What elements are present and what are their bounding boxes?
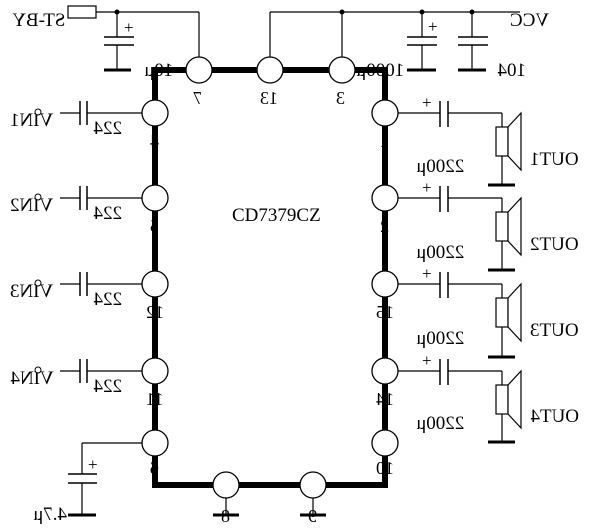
cap-stby-label: 10μ — [144, 60, 173, 81]
pin-3 — [328, 56, 356, 84]
chip-name: CD7379CZ — [232, 205, 321, 226]
input-circuits: + — [60, 101, 142, 517]
pin-label-15: 15 — [376, 302, 394, 322]
svg-text:+: + — [422, 264, 432, 283]
stby-label: ST-BY — [12, 10, 65, 31]
pin-8 — [212, 471, 240, 499]
pin-2 — [371, 184, 399, 212]
input-terminal-4 — [34, 366, 42, 374]
vcc-circuit: + — [269, 9, 520, 72]
input-terminal-3 — [34, 279, 42, 287]
vin3-label: VIN3 — [10, 281, 53, 302]
pin-label-6: 6 — [150, 458, 159, 478]
pin-9 — [299, 471, 327, 499]
pin-label-4: 4 — [150, 131, 159, 151]
input-cap-1-label: 224 — [93, 118, 122, 139]
pin-11 — [141, 357, 169, 385]
speaker-icon — [495, 282, 522, 343]
pin-13 — [256, 56, 284, 84]
pin-label-12: 12 — [146, 302, 164, 322]
pin-5 — [141, 184, 169, 212]
ic-outline — [152, 67, 388, 488]
vcc-label: VCC — [510, 10, 549, 31]
cap-pin6-label: 4.7μ — [33, 504, 67, 525]
pin-4 — [141, 99, 169, 127]
input-terminal-1 — [34, 108, 42, 116]
pin-10 — [371, 429, 399, 457]
cap-vcc-ceramic-label: 104 — [497, 60, 526, 81]
vin2-label: VIN2 — [10, 195, 53, 216]
input-cap-2-label: 224 — [93, 203, 122, 224]
output-cap-1-label: 2200μ — [416, 156, 464, 177]
speaker-icon — [495, 111, 522, 172]
svg-text:+: + — [88, 455, 98, 474]
speaker-icon — [495, 369, 522, 430]
pin-label-2: 2 — [380, 216, 389, 236]
speaker-icon — [495, 196, 522, 257]
pin-label-14: 14 — [376, 389, 394, 409]
output-cap-2-label: 2200μ — [416, 242, 464, 263]
vin4-label: VIN4 — [10, 368, 54, 389]
svg-text:+: + — [422, 178, 432, 197]
pin-label-8: 8 — [221, 506, 230, 526]
out4-label: OUT4 — [530, 406, 579, 427]
polarity-plus: + — [124, 18, 134, 37]
pin-label-9: 9 — [308, 506, 317, 526]
svg-text:+: + — [428, 17, 438, 36]
svg-text:+: + — [422, 351, 432, 370]
output-cap-3-label: 2200μ — [416, 328, 464, 349]
pin-label-3: 3 — [336, 88, 345, 108]
pin-label-10: 10 — [376, 458, 394, 478]
input-cap-4-label: 224 — [93, 376, 122, 397]
stby-resistor — [67, 5, 97, 19]
pin-label-5: 5 — [150, 216, 159, 236]
output-circuits — [398, 101, 515, 444]
pin-label-7: 7 — [193, 88, 202, 108]
cap-vcc-elec-label: 1000μ — [356, 60, 404, 81]
pin-7 — [185, 56, 213, 84]
input-cap-3-label: 224 — [93, 289, 122, 310]
stby-circuit: + — [67, 5, 200, 72]
svg-text:+: + — [422, 93, 432, 112]
pin-1 — [371, 99, 399, 127]
pin-15 — [371, 270, 399, 298]
pin-label-13: 13 — [260, 88, 278, 108]
pin-14 — [371, 357, 399, 385]
pin-12 — [141, 270, 169, 298]
output-cap-4-label: 2200μ — [416, 413, 464, 434]
pin-label-1: 1 — [380, 131, 389, 151]
out2-label: OUT2 — [530, 234, 579, 255]
out1-label: OUT1 — [530, 149, 579, 170]
input-terminal-2 — [34, 193, 42, 201]
pin-6 — [141, 429, 169, 457]
vin1-label: VIN1 — [10, 110, 53, 131]
pin-label-11: 11 — [146, 389, 163, 409]
out3-label: OUT3 — [530, 320, 579, 341]
